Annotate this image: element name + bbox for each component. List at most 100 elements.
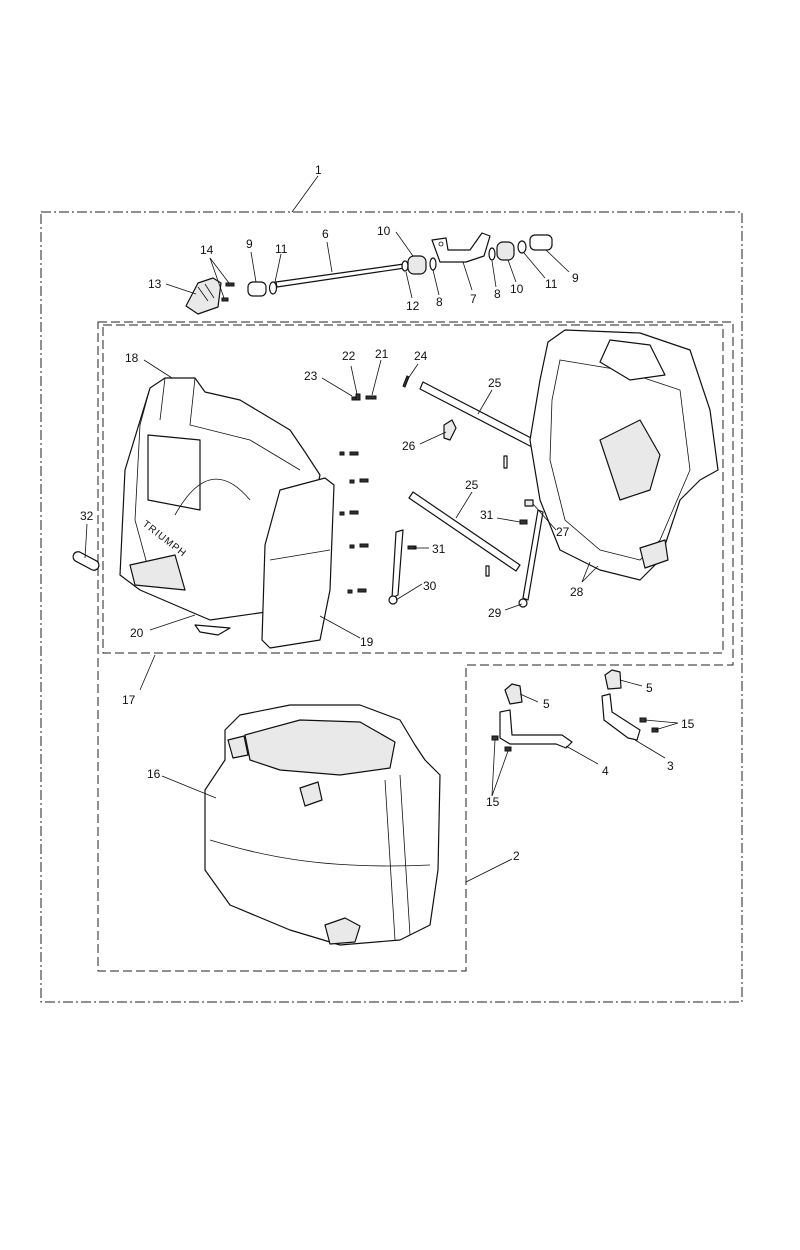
callout-15a: 15: [681, 717, 695, 731]
leader-29: [504, 603, 523, 611]
part-22-washer: [355, 393, 361, 401]
callout-29: 29: [488, 606, 502, 620]
fastener-row-1: [339, 451, 359, 456]
callout-9b: 9: [572, 271, 579, 285]
callout-10a: 10: [377, 224, 391, 238]
part-18-lid-curve: [174, 478, 251, 516]
callout-21: 21: [375, 347, 389, 361]
part-10-spring-left: [407, 255, 427, 275]
callout-25b: 25: [465, 478, 479, 492]
callout-5b: 5: [646, 681, 653, 695]
leader-10a: [395, 231, 414, 257]
callout-2: 2: [513, 849, 520, 863]
part-16-case-latch: [324, 917, 361, 945]
part-18-lid-panel: [147, 434, 201, 511]
callout-13: 13: [148, 277, 162, 291]
part-30-end: [388, 595, 398, 605]
part-31-screw-a: [407, 545, 417, 550]
leader-8b: [491, 260, 497, 288]
part-14-screw-a: [225, 282, 235, 287]
leader-6: [326, 241, 333, 273]
callout-5a: 5: [543, 697, 550, 711]
leader-3: [634, 739, 666, 759]
part-12-nut: [401, 260, 409, 272]
callout-18: 18: [125, 351, 139, 365]
callout-32: 32: [80, 509, 94, 523]
part-25-strap-lower: [408, 491, 521, 572]
frame-subassembly-lid: [102, 324, 724, 654]
leader-15a: [644, 719, 679, 731]
leader-14a: [209, 257, 230, 284]
leader-20: [149, 614, 196, 631]
callout-11a: 11: [275, 242, 288, 256]
part-4-bracket: [499, 709, 573, 749]
callout-31b: 31: [480, 508, 494, 522]
part-16-case-top: [244, 719, 396, 776]
callout-6: 6: [322, 227, 329, 241]
part-8-washer-left: [429, 257, 437, 271]
part-29-end: [518, 598, 528, 608]
part-16-case-hinge: [227, 735, 323, 807]
part-9-bush-right: [529, 234, 553, 251]
leader-18: [143, 359, 173, 379]
callout-3: 3: [667, 759, 674, 773]
part-7-hinge-bracket: [431, 232, 491, 263]
carrier-brackets: [491, 669, 659, 752]
part-20-lid-tab: [194, 624, 231, 636]
callout-20: 20: [130, 626, 144, 640]
fastener-row-5: [347, 588, 367, 594]
part-32-seal-strip: [72, 551, 100, 571]
callout-4: 4: [602, 764, 609, 778]
callout-10b: 10: [510, 282, 524, 296]
part-5-buffer-left: [504, 683, 523, 705]
part-24-pin: [402, 375, 410, 388]
pannier-outer-case: [204, 704, 441, 946]
fastener-row-2: [349, 478, 369, 484]
part-31-screw-b: [519, 519, 528, 525]
inner-shell-cavity: [599, 419, 661, 501]
part-23-nut: [351, 396, 357, 401]
pannier-lid-assembly: TRIUMPH: [72, 377, 335, 649]
part-8-washer-right: [488, 247, 496, 261]
fastener-row-4: [349, 543, 369, 549]
callout-12: 12: [406, 299, 420, 313]
leader-11a: [274, 253, 282, 283]
part-26-clip: [443, 419, 457, 441]
leader-9a: [250, 251, 257, 283]
part-3-bracket: [601, 693, 641, 741]
leader-11b: [523, 252, 546, 279]
part-21-screw: [365, 395, 377, 400]
leader-15b: [491, 739, 509, 797]
leader-9b: [545, 249, 570, 273]
callout-15b: 15: [486, 795, 500, 809]
pannier-inner-shell: [529, 329, 719, 581]
part-6-rod: [275, 263, 406, 288]
leader-2: [465, 858, 513, 883]
callout-8a: 8: [436, 295, 443, 309]
part-18-lid-inner: [134, 377, 301, 576]
callout-24: 24: [414, 349, 428, 363]
part-13-hinge-block: [185, 277, 222, 315]
inner-shell-rim: [549, 359, 691, 561]
callout-7: 7: [470, 292, 477, 306]
frame-assembly-17: [97, 321, 734, 972]
callout-14: 14: [200, 243, 214, 257]
leader-19: [319, 615, 361, 639]
part-7-hole: [438, 241, 444, 247]
part-25-strap-upper: [419, 381, 536, 448]
callout-labels: 1 2 3 4 5 5 6 7 8 8 9 9 10 10 11 11 12 1…: [80, 163, 695, 863]
part-9-bush-left: [247, 281, 267, 297]
leader-26: [419, 431, 447, 445]
leader-30: [395, 583, 423, 601]
part-10-spring-right: [496, 241, 515, 261]
leader-31b: [496, 517, 521, 523]
callout-19: 19: [360, 635, 374, 649]
part-19-side-panel-edge: [269, 549, 331, 561]
leader-27: [532, 503, 557, 531]
fastener-pin-a: [503, 455, 508, 469]
leader-5a: [519, 693, 539, 703]
part-15-bolts-lower: [491, 735, 512, 752]
part-5-buffer-right: [604, 669, 622, 690]
part-15-bolts-upper: [639, 717, 659, 733]
leader-10b: [507, 259, 517, 283]
